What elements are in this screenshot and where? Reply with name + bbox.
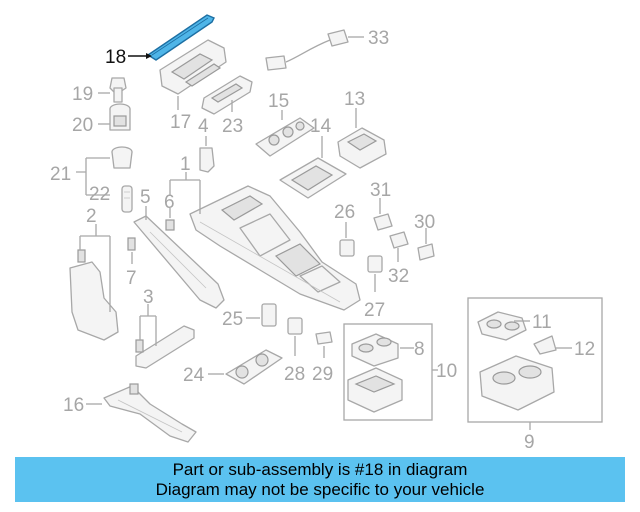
part-2-side-panel[interactable] [69,249,119,341]
callout-24[interactable]: 24 [183,365,205,386]
part-8-cup-holder[interactable] [351,333,399,367]
part-33-usb-cable[interactable] [265,29,349,71]
callout-22[interactable]: 22 [89,184,110,205]
part-6-clip[interactable] [165,219,175,231]
part-12-liner[interactable] [533,335,557,355]
part-31-switch[interactable] [373,213,393,231]
group-box-9 [467,297,603,423]
part-11-cup-insert[interactable] [477,311,527,341]
callout-9[interactable]: 9 [524,432,535,453]
part-17-bezel[interactable] [159,39,227,95]
part-29-switch[interactable] [315,331,333,345]
part-23-bracket[interactable] [201,75,253,115]
part-28-switch[interactable] [287,317,303,335]
leader-1 [169,172,201,214]
callout-14[interactable]: 14 [310,116,332,137]
part-18-trim-strip[interactable] [146,14,215,61]
part-1-center-console[interactable] [189,185,361,311]
callout-2[interactable]: 2 [86,206,97,227]
callout-26[interactable]: 26 [334,202,355,223]
callout-21[interactable]: 21 [50,164,71,185]
callout-19[interactable]: 19 [72,84,93,105]
callout-13[interactable]: 13 [344,89,365,110]
part-7-clip[interactable] [127,237,136,251]
callout-15[interactable]: 15 [268,91,289,112]
part-25-switch[interactable] [261,303,277,327]
part-20-lighter[interactable] [109,103,131,131]
callout-30[interactable]: 30 [414,212,435,233]
callout-5[interactable]: 5 [140,187,151,208]
callout-33[interactable]: 33 [368,28,389,49]
callout-6[interactable]: 6 [164,192,175,213]
part-30-switch[interactable] [417,243,435,261]
callout-17[interactable]: 17 [170,112,191,133]
part-4-bracket[interactable] [199,147,215,173]
callout-11[interactable]: 11 [532,312,552,333]
part-19-button[interactable] [109,77,127,103]
banner-line-1: Part or sub-assembly is #18 in diagram [172,460,468,479]
part-15-switch-panel[interactable] [255,117,315,157]
part-3-bracket[interactable] [135,325,195,369]
banner-line-2: Diagram may not be specific to your vehi… [155,480,485,499]
callout-27[interactable]: 27 [364,300,385,321]
part-27-switch[interactable] [367,255,383,273]
callout-1[interactable]: 1 [180,154,191,175]
callout-10[interactable]: 10 [436,361,457,382]
part-13-shift-boot[interactable] [337,127,387,169]
callout-25[interactable]: 25 [222,309,243,330]
part-14-shift-trim[interactable] [279,157,347,199]
part-9-cup-holder-assembly[interactable] [479,355,555,411]
leader-3 [139,304,157,346]
callout-8[interactable]: 8 [414,339,425,360]
callout-7[interactable]: 7 [126,268,137,289]
callout-16[interactable]: 16 [63,395,84,416]
leader-21 [76,157,110,196]
callout-29[interactable]: 29 [312,364,333,385]
arrow-18 [146,53,152,59]
part-16-air-duct[interactable] [103,383,197,443]
part-22-socket-housing[interactable] [121,185,133,213]
callout-18[interactable]: 18 [105,47,126,68]
group-box-10 [343,323,433,421]
part-24-climate-panel[interactable] [225,349,283,385]
callout-4[interactable]: 4 [198,116,209,137]
callout-28[interactable]: 28 [284,364,305,385]
info-banner: Part or sub-assembly is #18 in diagram D… [15,457,625,502]
callout-3[interactable]: 3 [143,287,154,308]
leader-2 [79,224,111,312]
part-32-switch[interactable] [389,231,409,249]
callout-32[interactable]: 32 [388,266,409,287]
part-26-switch[interactable] [339,239,355,257]
callout-20[interactable]: 20 [72,115,93,136]
callout-31[interactable]: 31 [370,180,391,201]
callout-23[interactable]: 23 [222,116,243,137]
exploded-parts-diagram: 18 17 23 33 19 20 21 [50,14,603,453]
part-10-storage-tray[interactable] [347,367,403,413]
callout-12[interactable]: 12 [574,339,595,360]
part-21-socket[interactable] [111,146,133,169]
